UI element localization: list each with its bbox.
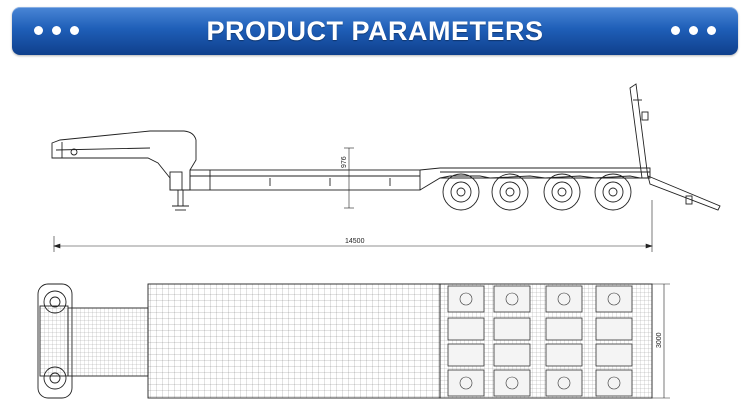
gooseneck xyxy=(51,130,197,191)
wheel xyxy=(543,173,581,211)
rear-deck-top xyxy=(439,283,653,399)
rear-ramp xyxy=(629,83,721,211)
gooseneck-top xyxy=(37,283,149,399)
overall-width-label: 3000 xyxy=(656,332,663,348)
three-dots-icon xyxy=(34,26,79,35)
side-view xyxy=(51,83,721,252)
overall-width-dimension xyxy=(652,283,670,399)
wheel xyxy=(442,173,480,211)
overall-length-dimension xyxy=(53,200,653,252)
title-banner: PRODUCT PARAMETERS xyxy=(12,7,738,55)
deck-height-label: 976 xyxy=(341,156,348,168)
top-view xyxy=(37,283,670,399)
axle-group xyxy=(439,173,641,211)
main-deck xyxy=(189,167,651,191)
deck-height-dimension xyxy=(344,147,354,209)
wheel xyxy=(43,290,67,314)
wheel xyxy=(491,173,529,211)
wheel xyxy=(594,173,632,211)
landing-gear xyxy=(172,190,189,211)
page-title: PRODUCT PARAMETERS xyxy=(206,16,544,46)
wheel xyxy=(43,366,67,390)
overall-length-label: 14500 xyxy=(345,238,365,245)
main-deck-top xyxy=(147,283,441,399)
three-dots-icon xyxy=(671,26,716,35)
